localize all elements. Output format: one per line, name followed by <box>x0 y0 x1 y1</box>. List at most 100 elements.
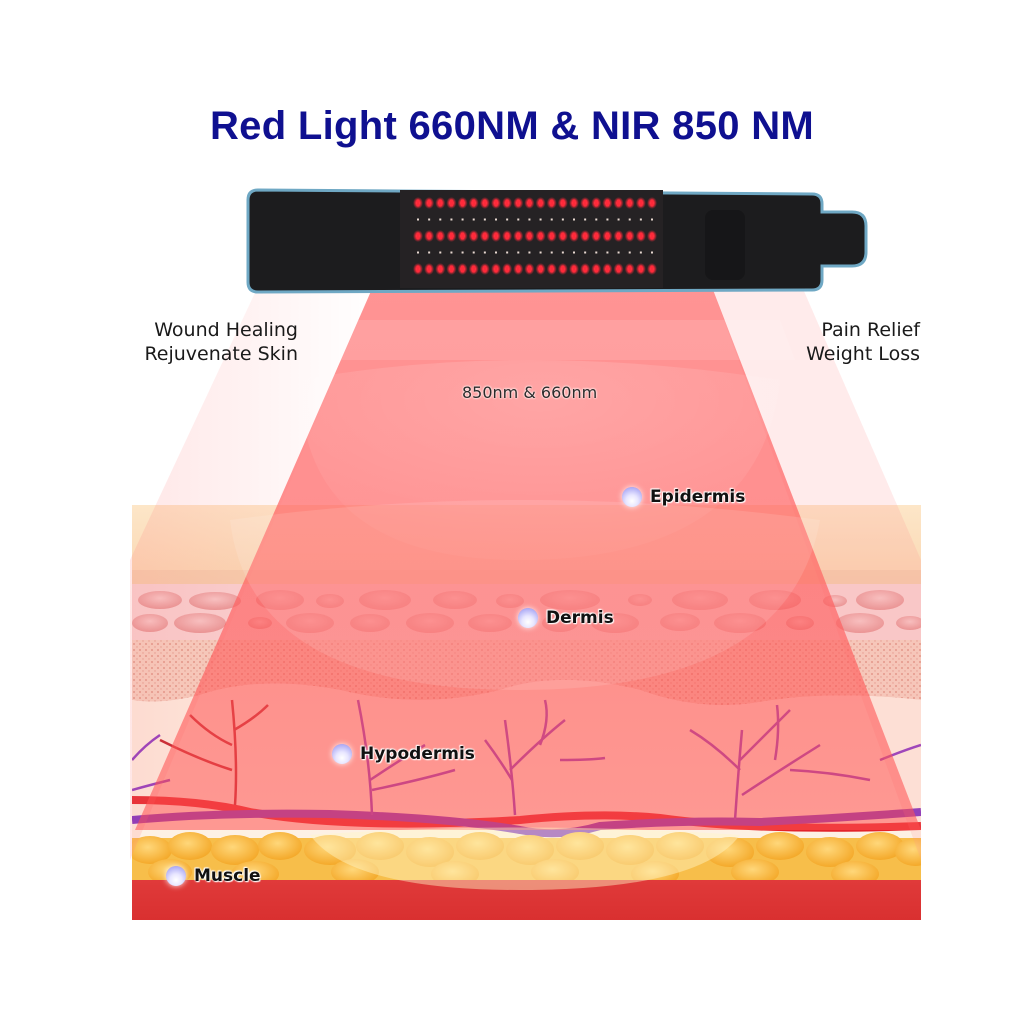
layer-dermis: Dermis <box>518 608 614 628</box>
led-icon <box>438 265 442 273</box>
led-icon <box>572 232 576 240</box>
led-icon <box>417 251 419 254</box>
led-icon <box>639 232 643 240</box>
benefit-weight-loss: Weight Loss <box>806 343 920 365</box>
led-icon <box>538 232 543 240</box>
led-icon <box>528 251 531 254</box>
led-icon <box>483 251 486 254</box>
led-belt-device <box>246 188 868 294</box>
led-icon <box>438 232 442 240</box>
led-icon <box>617 218 620 221</box>
led-icon <box>550 218 553 221</box>
layer-hypodermis-label: Hypodermis <box>360 744 475 764</box>
led-icon <box>506 218 509 221</box>
layer-muscle: Muscle <box>166 866 261 886</box>
benefit-rejuvenate-skin: Rejuvenate Skin <box>144 343 298 365</box>
layer-epidermis: Epidermis <box>622 487 745 507</box>
led-icon <box>539 251 542 254</box>
led-icon <box>550 232 554 240</box>
led-icon <box>417 218 419 221</box>
led-icon <box>505 232 509 240</box>
led-icon <box>539 218 542 221</box>
led-icon <box>639 199 643 207</box>
led-icon <box>427 232 431 240</box>
led-icon <box>472 251 475 254</box>
led-icon <box>573 251 575 254</box>
led-icon <box>605 232 610 240</box>
led-icon <box>561 232 565 240</box>
led-icon <box>516 199 520 207</box>
led-icon <box>628 265 632 273</box>
led-icon <box>483 199 487 207</box>
led-icon <box>572 199 576 207</box>
benefit-pain-relief: Pain Relief <box>821 319 920 341</box>
led-icon <box>439 251 442 254</box>
led-icon <box>639 265 643 273</box>
led-icon <box>606 251 609 254</box>
led-icon <box>460 265 465 273</box>
led-icon <box>472 232 476 240</box>
led-icon <box>483 265 487 273</box>
layer-epidermis-label: Epidermis <box>650 487 746 507</box>
led-icon <box>594 265 598 273</box>
led-icon <box>527 265 532 273</box>
led-icon <box>517 218 520 221</box>
layer-hypodermis: Hypodermis <box>332 744 475 764</box>
led-icon <box>605 265 610 273</box>
led-icon <box>550 251 553 254</box>
led-icon <box>584 218 587 221</box>
led-icon <box>483 218 486 221</box>
led-icon <box>450 218 453 221</box>
benefits-left: Wound Healing Rejuvenate Skin <box>134 318 298 366</box>
led-icon <box>527 232 532 240</box>
led-icon <box>494 265 498 273</box>
led-icon <box>616 232 621 240</box>
led-icon <box>639 218 642 221</box>
led-icon <box>616 199 621 207</box>
led-icon <box>594 232 598 240</box>
led-icon <box>628 218 631 221</box>
page-title: Red Light 660NM & NIR 850 NM <box>209 104 815 148</box>
marker-dot-icon <box>622 487 642 507</box>
led-icon <box>472 199 476 207</box>
led-icon <box>573 218 575 221</box>
led-icon <box>505 265 509 273</box>
led-icon <box>651 251 653 254</box>
led-icon <box>460 232 465 240</box>
led-icon <box>628 251 631 254</box>
led-icon <box>550 199 554 207</box>
led-icon <box>561 218 564 221</box>
marker-dot-icon <box>518 608 538 628</box>
led-icon <box>595 251 598 254</box>
wavelength-label: 850nm & 660nm <box>462 383 598 402</box>
marker-dot-icon <box>332 744 352 764</box>
led-icon <box>594 199 598 207</box>
led-icon <box>628 199 632 207</box>
light-beam <box>130 282 921 890</box>
led-icon <box>639 251 642 254</box>
led-icon <box>450 251 453 254</box>
led-icon <box>650 265 654 273</box>
led-icon <box>651 218 653 221</box>
led-icon <box>461 251 464 254</box>
led-icon <box>461 218 464 221</box>
led-icon <box>617 251 620 254</box>
led-icon <box>628 232 632 240</box>
led-icon <box>506 251 509 254</box>
led-icon <box>495 251 497 254</box>
led-icon <box>438 199 442 207</box>
led-icon <box>428 251 431 254</box>
led-icon <box>483 232 487 240</box>
led-icon <box>583 232 587 240</box>
led-icon <box>428 218 431 221</box>
led-icon <box>449 232 454 240</box>
led-icon <box>517 251 520 254</box>
led-icon <box>527 199 532 207</box>
led-icon <box>416 232 420 240</box>
led-icon <box>605 199 610 207</box>
layer-dermis-label: Dermis <box>546 608 614 628</box>
led-icon <box>650 199 654 207</box>
benefits-right: Pain Relief Weight Loss <box>780 318 920 366</box>
led-icon <box>528 218 531 221</box>
led-icon <box>449 265 454 273</box>
